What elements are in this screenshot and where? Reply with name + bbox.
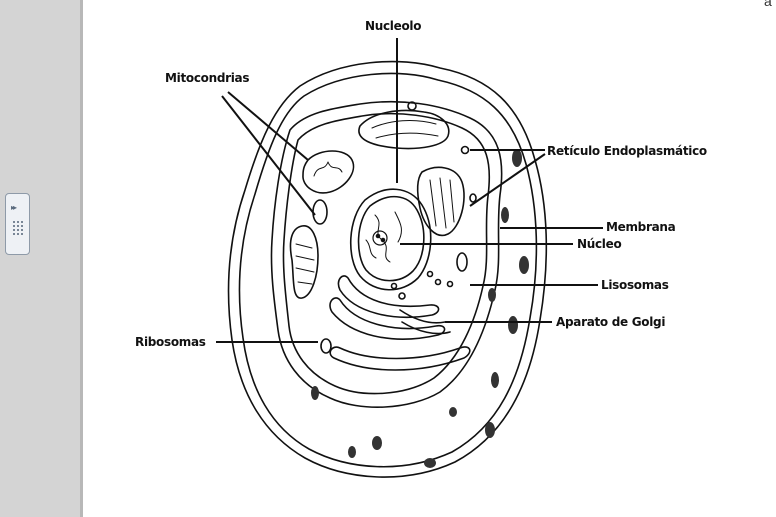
mitochondrion-1 [302,150,355,194]
top-organelle [358,109,450,150]
golgi-3 [399,309,451,335]
cell-membrane-inner [238,72,538,468]
er-lower [329,346,471,371]
leader-mitocondrias-2 [221,95,316,216]
er-outer [270,100,503,408]
nucleolus [372,230,388,246]
side-panel-divider [80,0,83,517]
label-nucleolo: Nucleolo [365,19,422,33]
golgi-2 [329,297,446,340]
label-mitocondrias: Mitocondrias [165,71,250,85]
leader-reticulo-2 [469,153,546,207]
nucleus-outer [350,188,432,291]
panel-toggle-button[interactable]: ▸▸ [5,193,30,255]
nucleus-inner [357,195,425,282]
label-lisosomas: Lisosomas [601,278,669,292]
chromatin [365,211,402,263]
vesicle [460,145,470,155]
label-membrana: Membrana [606,220,676,234]
golgi-1 [337,275,440,318]
label-nucleo: Núcleo [577,237,622,251]
grip-dots-icon [12,220,24,236]
label-ribosomas: Ribosomas [135,335,206,349]
side-panel [0,0,80,517]
lysosome-2 [456,252,468,272]
er-stack-right [416,166,465,237]
leader-mitocondrias-1 [227,91,309,161]
er-inner [282,112,491,395]
double-chevron-right-icon: ▸▸ [11,203,17,212]
lysosome-3 [469,193,477,203]
lysosome-1 [312,199,328,225]
mitochondrion-2 [289,225,319,299]
label-reticulo-endoplasmatico: Retículo Endoplasmático [547,144,707,158]
cell-membrane-outer [227,60,548,478]
label-aparato-golgi: Aparato de Golgi [556,315,666,329]
corner-text: a [764,0,772,9]
